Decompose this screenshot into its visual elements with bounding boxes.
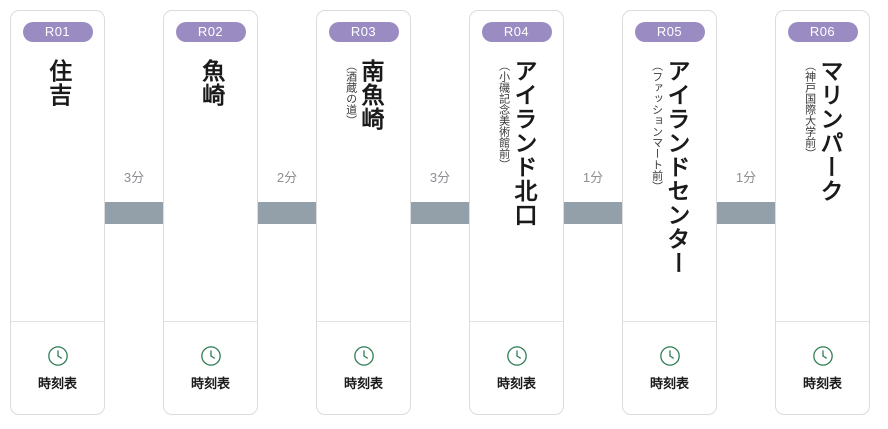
station-name-block: 魚崎 (164, 53, 257, 321)
station-card-r01[interactable]: R01 住吉 時刻表 (10, 10, 105, 415)
station-name: 魚崎 (197, 59, 224, 107)
station-card-body: R04 アイランド北口 （小磯記念美術館前） (470, 11, 563, 321)
clock-icon (47, 345, 68, 366)
timetable-label: 時刻表 (802, 376, 842, 392)
connector-duration-1: 3分 (123, 170, 145, 185)
clock-icon (659, 345, 680, 366)
station-card-r05[interactable]: R05 アイランドセンター （ファッションマート前） 時刻表 (622, 10, 717, 415)
station-card-r02[interactable]: R02 魚崎 時刻表 (163, 10, 258, 415)
station-name: マリンパーク (815, 59, 842, 203)
connector-bar-4 (564, 202, 622, 224)
connector-duration-5: 1分 (735, 170, 757, 185)
connector-bar-3 (411, 202, 469, 224)
station-card-body: R05 アイランドセンター （ファッションマート前） (623, 11, 716, 321)
station-code-badge: R01 (22, 22, 93, 42)
station-code-badge: R03 (328, 22, 399, 42)
station-code-badge: R04 (481, 22, 552, 42)
connector-duration-4: 1分 (582, 170, 604, 185)
clock-icon (200, 345, 221, 366)
station-code-badge: R05 (634, 22, 705, 42)
station-name-block: アイランドセンター （ファッションマート前） (623, 53, 716, 321)
timetable-button[interactable]: 時刻表 (317, 321, 410, 414)
connector-duration-2: 2分 (276, 170, 298, 185)
timetable-label: 時刻表 (343, 376, 383, 392)
timetable-button[interactable]: 時刻表 (164, 321, 257, 414)
connector-bar-1 (105, 202, 163, 224)
timetable-label: 時刻表 (649, 376, 689, 392)
station-card-r04[interactable]: R04 アイランド北口 （小磯記念美術館前） 時刻表 (469, 10, 564, 415)
timetable-button[interactable]: 時刻表 (623, 321, 716, 414)
timetable-label: 時刻表 (190, 376, 230, 392)
timetable-label: 時刻表 (496, 376, 536, 392)
station-sub-name: （小磯記念美術館前） (497, 60, 511, 170)
station-name-block: アイランド北口 （小磯記念美術館前） (470, 53, 563, 321)
timetable-label: 時刻表 (37, 376, 77, 392)
station-sub-name: （酒蔵の道） (344, 60, 358, 126)
connector-duration-3: 3分 (429, 170, 451, 185)
station-card-body: R01 住吉 (11, 11, 104, 321)
clock-icon (353, 345, 374, 366)
station-card-r03[interactable]: R03 南魚崎 （酒蔵の道） 時刻表 (316, 10, 411, 415)
station-name: 南魚崎 (356, 59, 383, 131)
timetable-button[interactable]: 時刻表 (11, 321, 104, 414)
station-name: アイランド北口 (509, 59, 536, 227)
station-sub-name: （神戸国際大学前） (803, 60, 817, 159)
station-name-block: 南魚崎 （酒蔵の道） (317, 53, 410, 321)
clock-icon (812, 345, 833, 366)
station-card-body: R02 魚崎 (164, 11, 257, 321)
station-name-block: マリンパーク （神戸国際大学前） (776, 53, 869, 321)
station-name: 住吉 (44, 59, 71, 107)
station-card-body: R06 マリンパーク （神戸国際大学前） (776, 11, 869, 321)
station-code-badge: R02 (175, 22, 246, 42)
station-card-body: R03 南魚崎 （酒蔵の道） (317, 11, 410, 321)
connector-bar-5 (717, 202, 775, 224)
clock-icon (506, 345, 527, 366)
station-name: アイランドセンター (662, 59, 689, 275)
station-name-block: 住吉 (11, 53, 104, 321)
timetable-button[interactable]: 時刻表 (470, 321, 563, 414)
connector-bar-2 (258, 202, 316, 224)
station-card-r06[interactable]: R06 マリンパーク （神戸国際大学前） 時刻表 (775, 10, 870, 415)
timetable-button[interactable]: 時刻表 (776, 321, 869, 414)
station-sub-name: （ファッションマート前） (650, 60, 664, 192)
station-code-badge: R06 (787, 22, 858, 42)
